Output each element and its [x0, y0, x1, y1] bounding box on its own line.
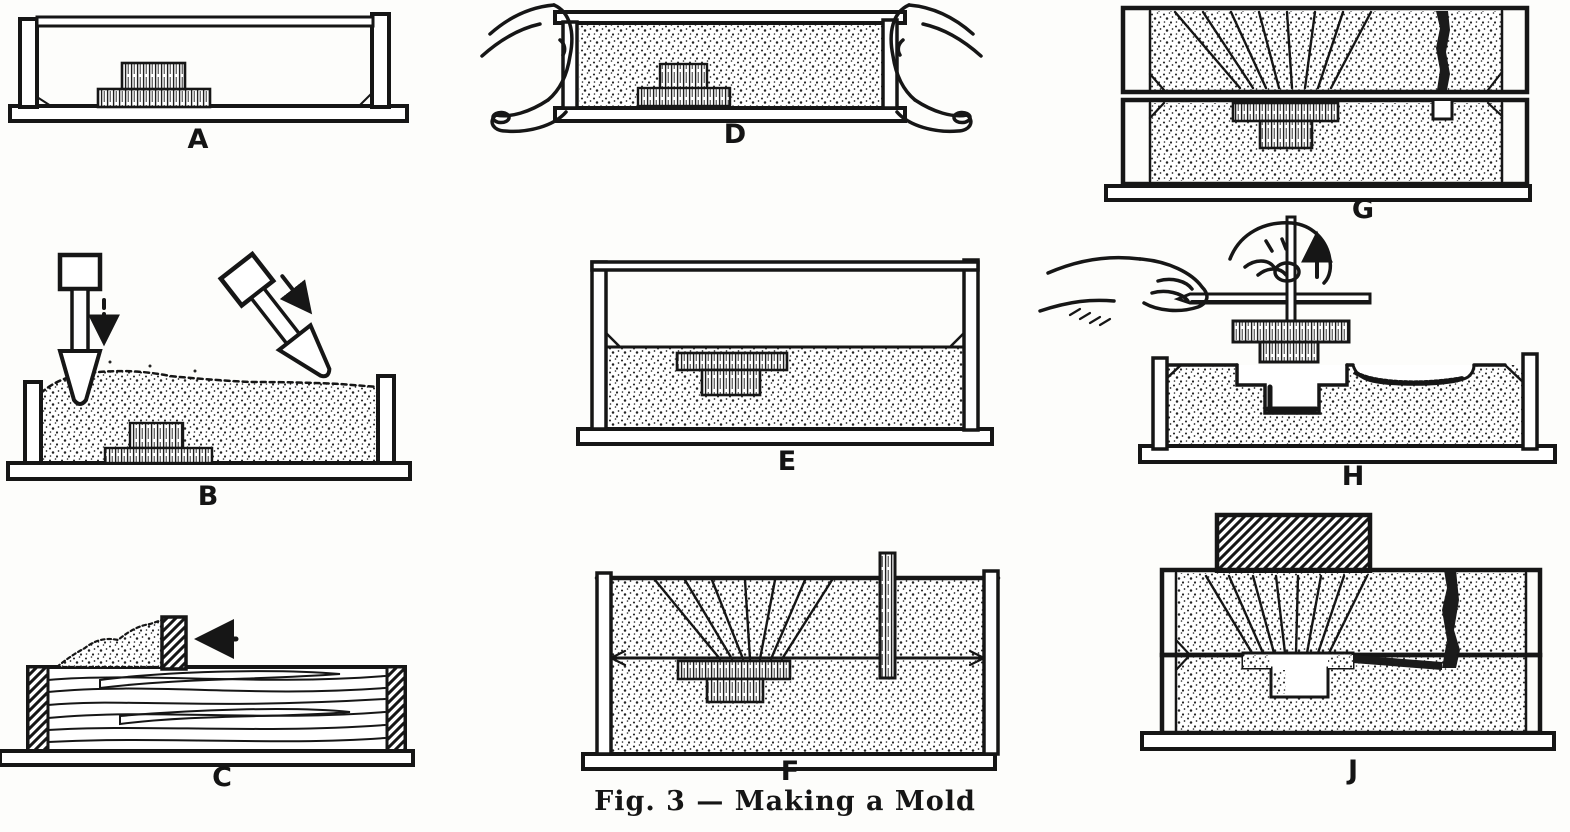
flask-end-left — [23, 380, 43, 465]
flask-end-right — [982, 569, 1000, 756]
panel-label-a: A — [188, 124, 209, 155]
pattern-wide — [1231, 319, 1351, 344]
panel-label-c: C — [212, 762, 232, 793]
parting-notches — [609, 649, 986, 667]
cope-half — [1120, 5, 1530, 95]
making-a-mold-figure: A B — [0, 3, 1557, 793]
pattern-lower — [96, 87, 212, 109]
flask-end-right — [376, 374, 396, 465]
loose-sand-right — [1328, 655, 1353, 668]
bottom-board — [581, 752, 997, 771]
pattern-lower — [636, 86, 732, 108]
pattern-step — [705, 677, 765, 704]
bottom-board — [1138, 444, 1557, 464]
panel-label-g: G — [1352, 194, 1374, 225]
board-end-right — [385, 665, 407, 753]
figure-caption: Fig. 3 — Making a Mold — [594, 786, 976, 817]
panel-f: F — [581, 551, 1001, 787]
strike-bar — [160, 615, 188, 671]
bottom-board — [576, 427, 994, 446]
panel-c: C — [0, 615, 415, 793]
trough-shading — [1353, 370, 1467, 385]
flask-top-rail — [35, 15, 375, 28]
rammer-angled — [217, 250, 332, 379]
pattern-upper — [658, 62, 709, 92]
sprue-channel — [1436, 11, 1450, 90]
panel-label-b: B — [198, 481, 219, 512]
bottom-board — [0, 749, 415, 767]
vent-fan-lines — [653, 578, 834, 661]
corner-braces — [1174, 638, 1192, 672]
top-board — [553, 10, 907, 25]
vent-fan-lines — [1173, 10, 1373, 90]
pattern-wide — [1231, 101, 1340, 123]
panel-b: B — [6, 250, 412, 512]
sand-surface — [39, 369, 380, 395]
angled-arrow-icon — [279, 274, 313, 315]
mold-board — [6, 461, 412, 481]
wood-grain — [47, 670, 386, 743]
sprue-channel — [1442, 570, 1460, 668]
sand-heap — [41, 371, 378, 462]
corner-braces — [1165, 363, 1525, 384]
panel-label-d: D — [724, 119, 746, 150]
sand-pile — [53, 618, 164, 669]
panel-g: G — [1104, 5, 1532, 225]
corner-braces — [604, 331, 966, 349]
panel-label-f: F — [781, 756, 799, 787]
hand-right — [1228, 221, 1333, 285]
flask-end-right — [370, 12, 391, 109]
mold-weight — [1214, 512, 1373, 575]
cuff-hatch — [1068, 307, 1112, 327]
bottom-board — [1140, 731, 1556, 751]
panel-label-h: H — [1342, 461, 1365, 492]
pattern-upper — [128, 421, 185, 450]
hand-left — [480, 3, 574, 134]
hand-right — [889, 3, 983, 134]
flask-end-right — [1521, 352, 1539, 451]
flask-end-left — [590, 260, 608, 431]
panel-label-e: E — [778, 446, 796, 477]
pattern-wide — [676, 659, 792, 681]
rammer-vertical — [57, 252, 103, 406]
pattern-step — [1258, 119, 1314, 150]
panel-d: D — [480, 3, 983, 150]
corner-braces — [36, 92, 373, 107]
cavity-shading — [1273, 670, 1286, 694]
pattern-step — [1258, 340, 1320, 364]
draw-pin — [1285, 215, 1297, 323]
loose-sand-left — [1243, 655, 1271, 668]
pattern-wide — [675, 351, 789, 372]
panel-h: H — [1038, 215, 1557, 492]
vent-fan-lines — [1204, 574, 1369, 655]
pattern-lower — [103, 446, 214, 465]
gate-notch — [1431, 99, 1454, 121]
panel-e: E — [576, 258, 994, 477]
flask-end-right — [962, 258, 980, 432]
gate-channel — [1353, 655, 1442, 670]
panel-a: A — [8, 12, 409, 155]
flask-top-rail — [590, 260, 980, 272]
drag-half — [1120, 97, 1530, 187]
drag-sand — [1176, 657, 1526, 733]
flask-end-right — [881, 18, 899, 110]
board-end-left — [26, 665, 50, 753]
pattern-step — [700, 368, 762, 397]
flask-end-left — [18, 17, 39, 109]
panel-label-j: J — [1346, 755, 1358, 786]
flask-end-left — [1151, 356, 1169, 451]
cavity-shading — [1265, 384, 1319, 413]
mold-cavity — [1235, 363, 1349, 415]
flask-end-left — [595, 571, 613, 756]
bottom-board — [553, 106, 907, 123]
pattern-upper — [120, 61, 187, 91]
hand-left — [1038, 255, 1209, 327]
bottom-board — [1104, 184, 1532, 202]
sand — [611, 578, 984, 754]
panel-j: J — [1140, 512, 1556, 786]
sand — [579, 25, 885, 108]
sprue-pin — [878, 551, 897, 680]
